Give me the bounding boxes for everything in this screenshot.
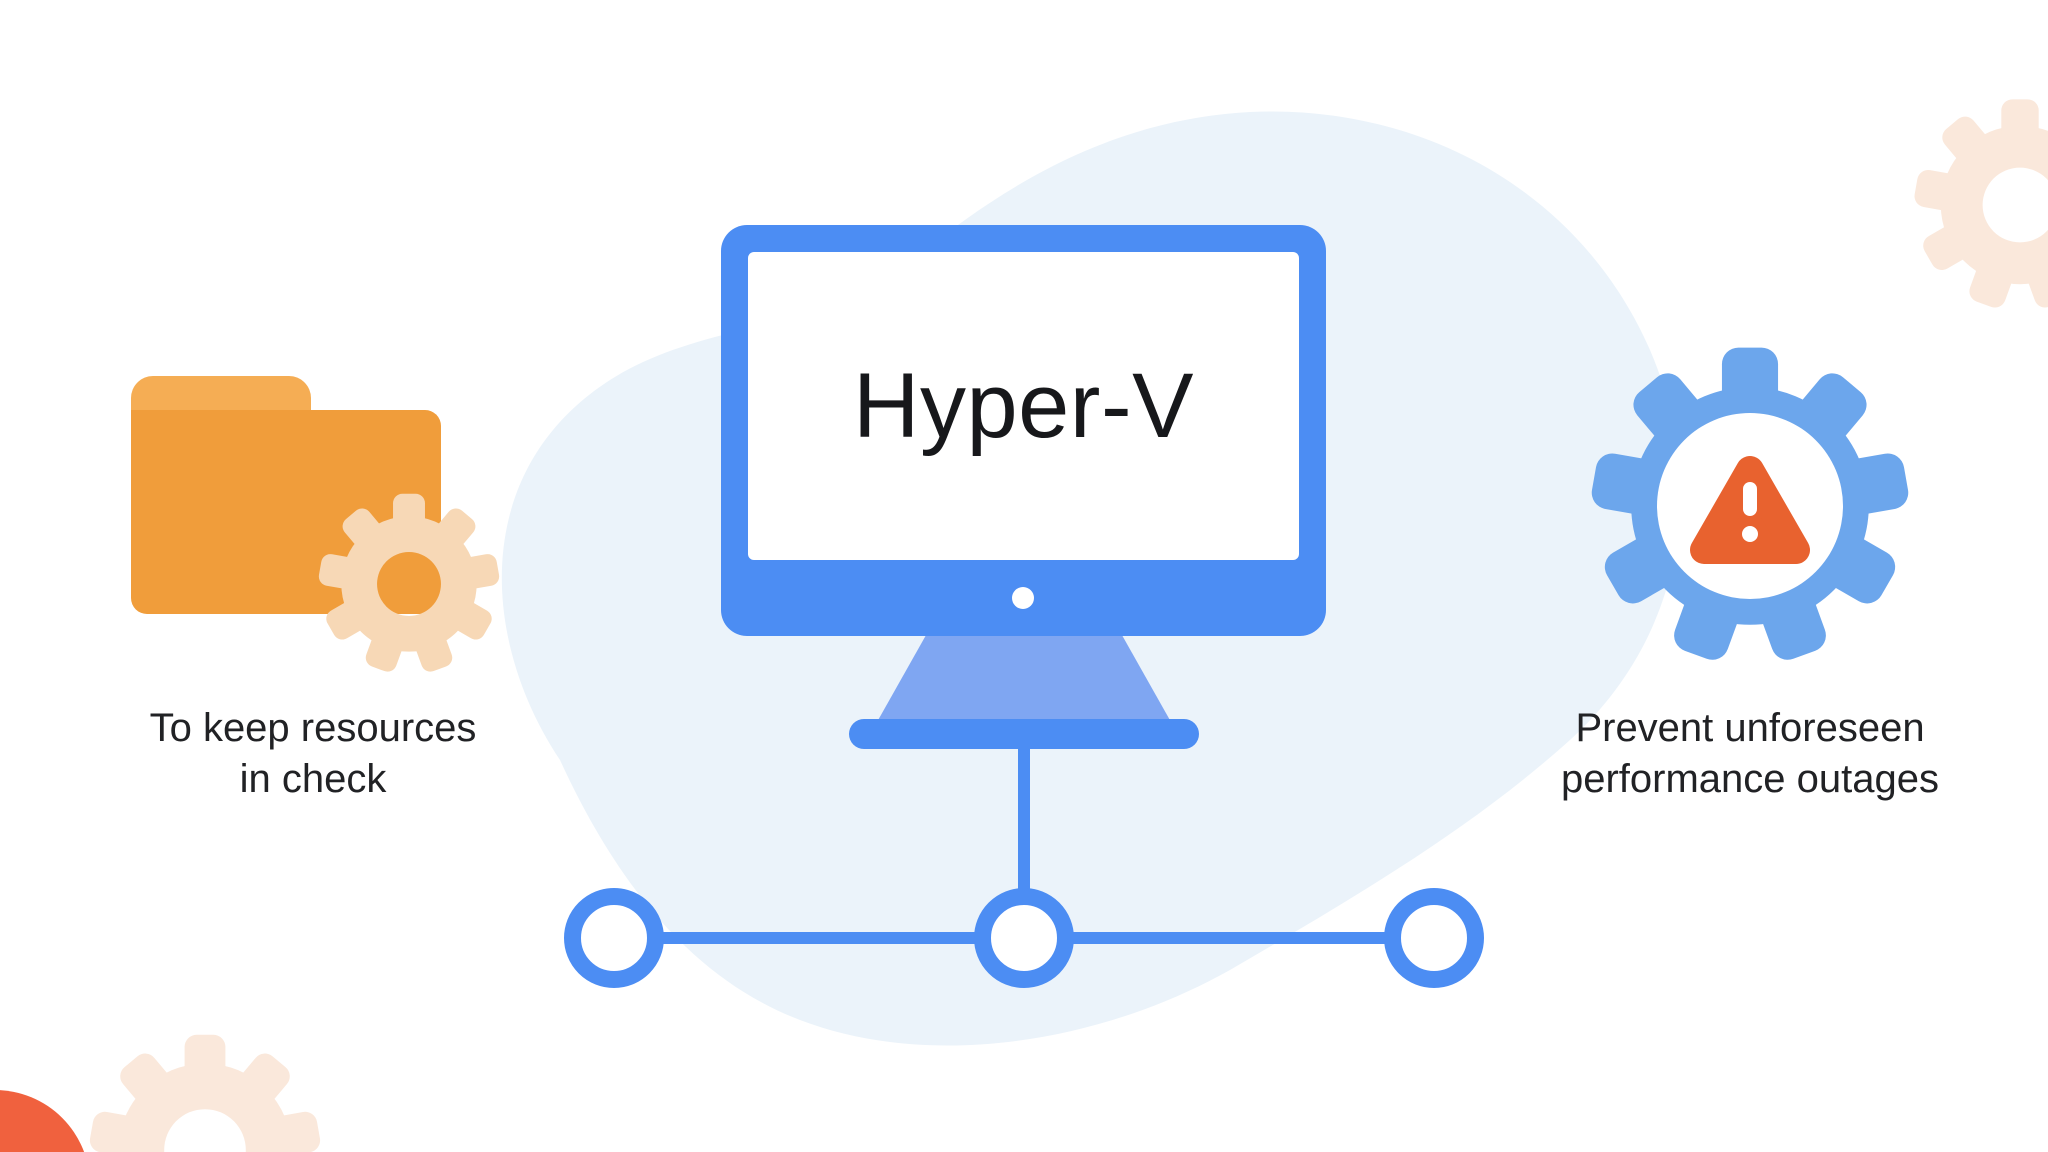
caption-left: To keep resources in check [149,706,477,802]
warning-triangle-icon [1690,456,1810,564]
monitor-camera-dot [1012,587,1034,609]
corner-accent [0,1090,85,1152]
folder-icon [131,376,441,614]
monitor-base [849,719,1199,749]
settings-gear-icon [1589,347,1911,665]
gear-inner-circle [1657,413,1843,599]
network-node-left [564,888,664,988]
network-node-center [974,888,1074,988]
decor-gear-bottom-left-icon [88,1034,322,1152]
monitor-stand [877,636,1171,722]
monitor-screen: Hyper-V [748,252,1299,560]
gear-warning-icon [1589,347,1911,665]
caption-right: Prevent unforeseen performance outages [1560,706,1939,802]
network-node-right [1384,888,1484,988]
page-title: Hyper-V [853,354,1194,457]
hyperv-monitor: Hyper-V [721,225,1326,636]
decor-gear-top-right-icon [1912,99,2048,311]
folder-body [131,410,441,614]
